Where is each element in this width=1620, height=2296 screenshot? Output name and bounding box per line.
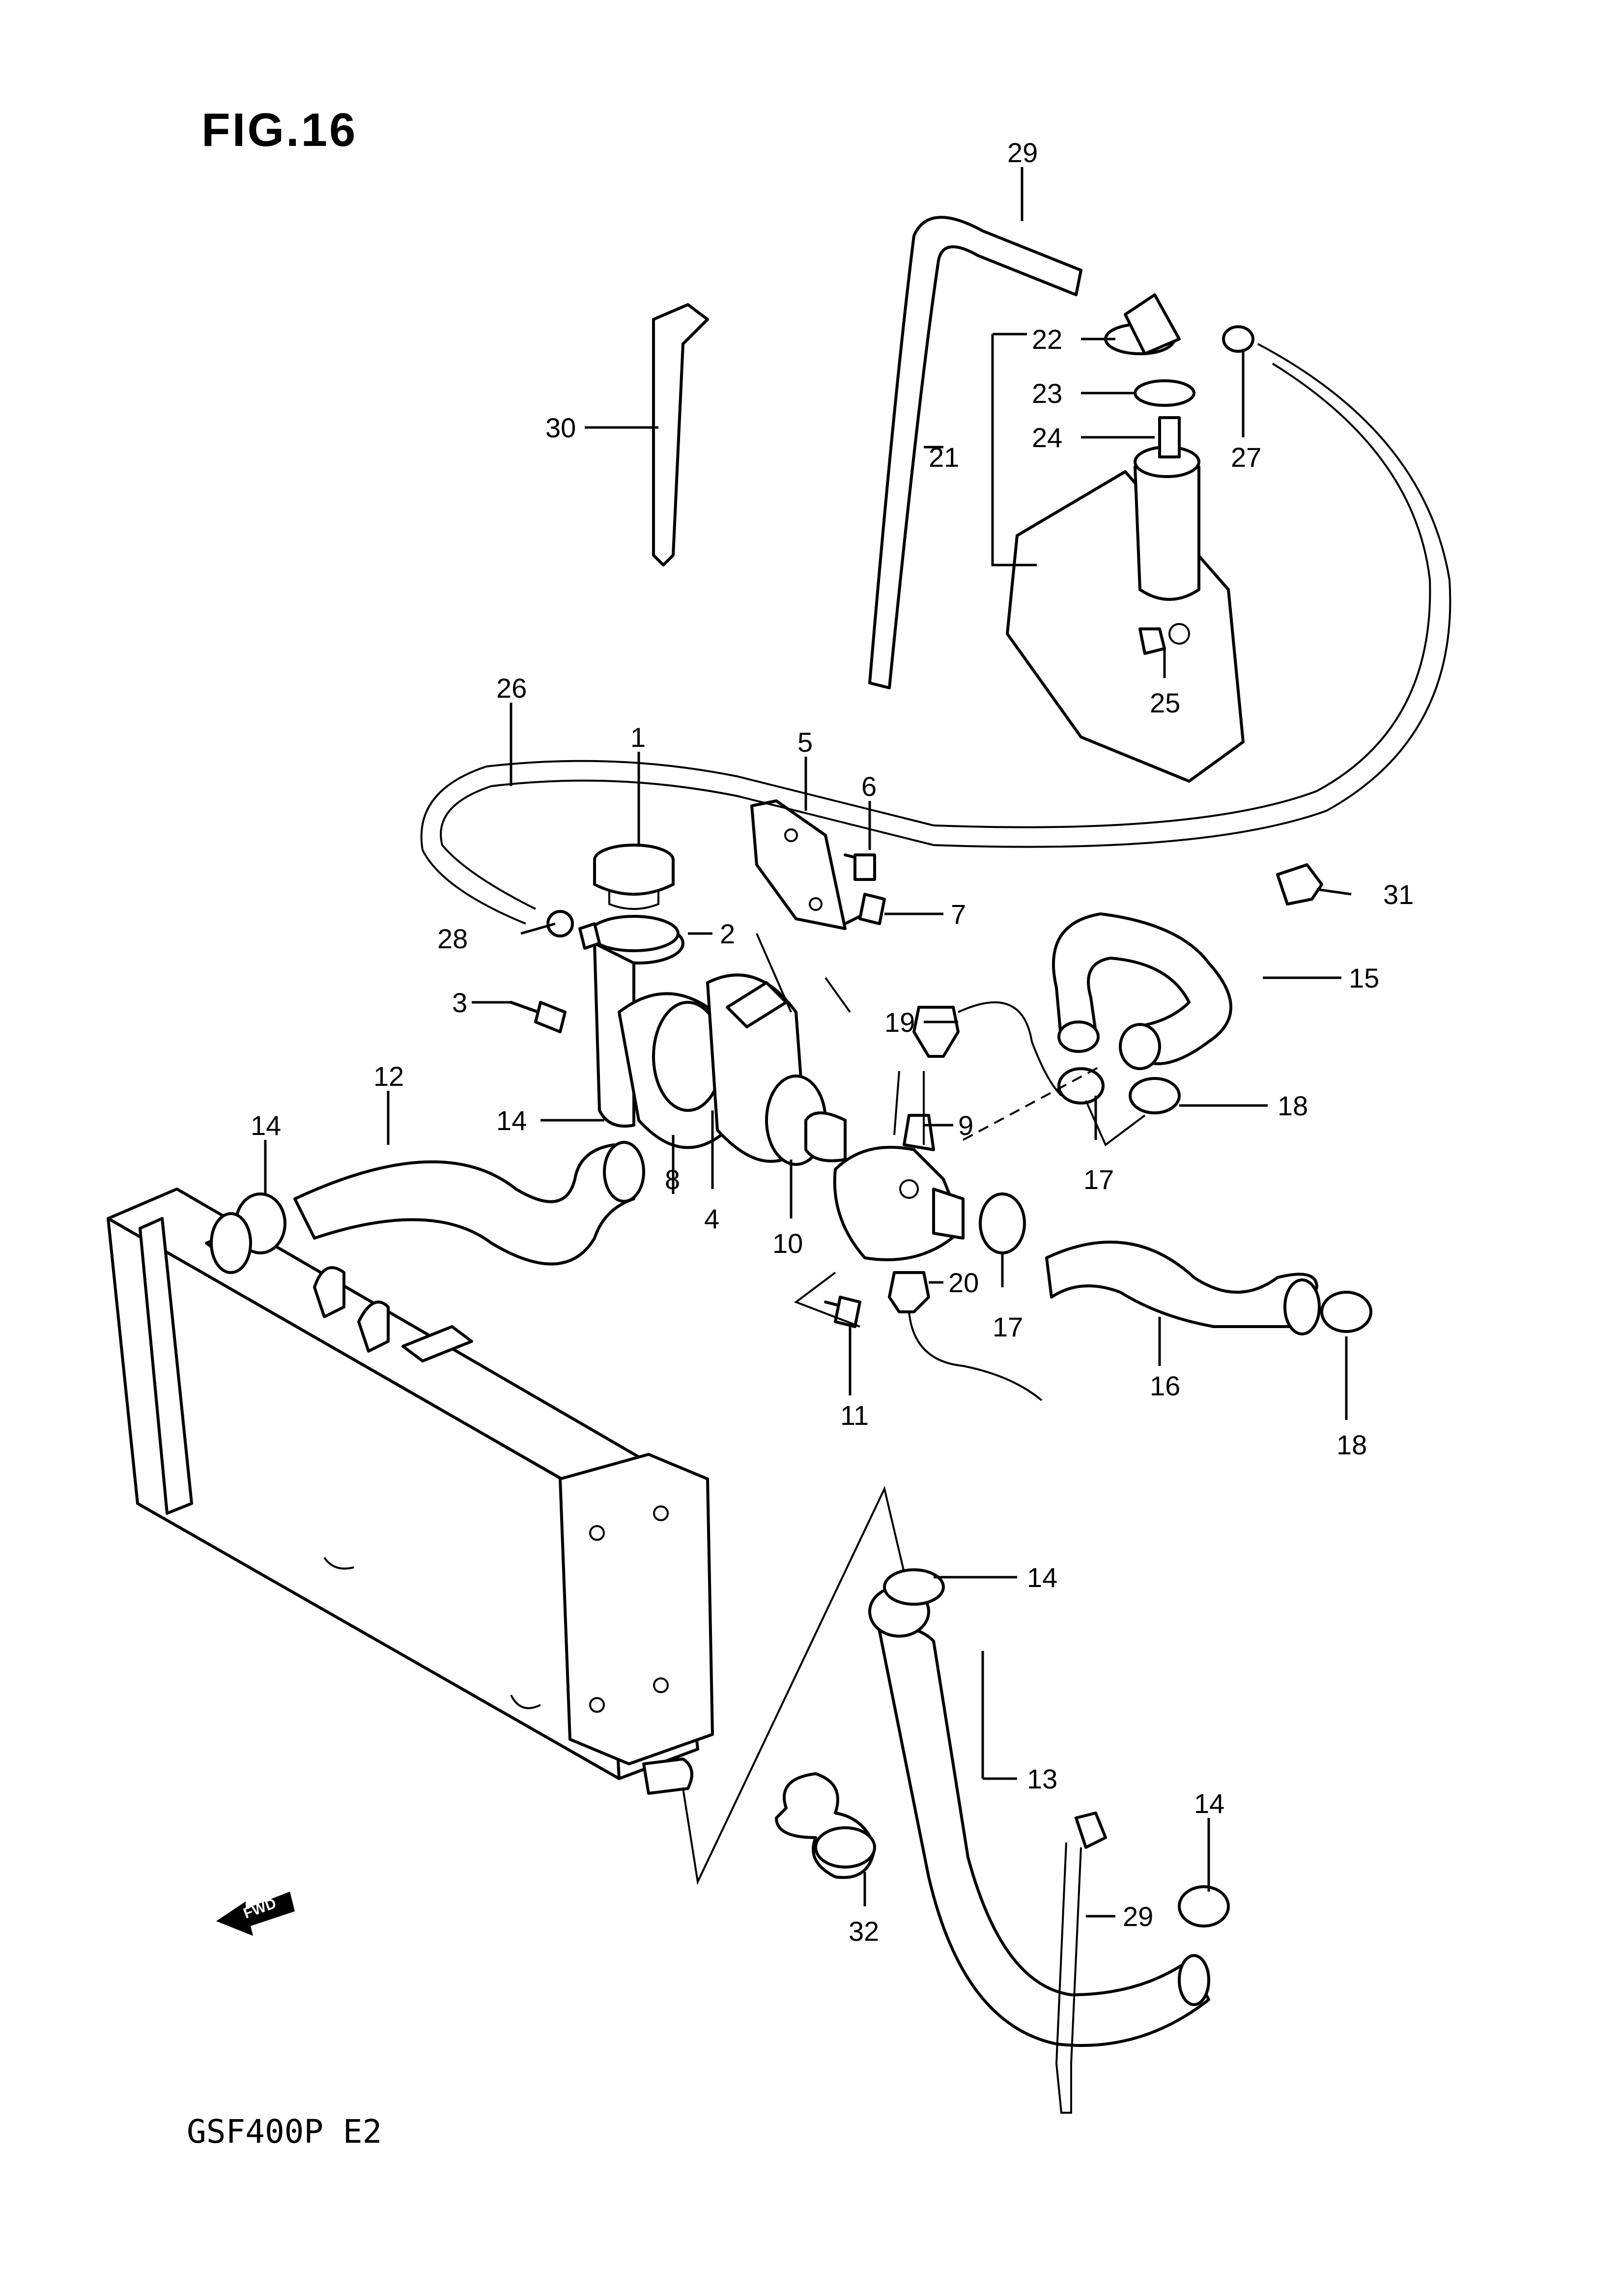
- callout-18-b: 18: [1336, 1429, 1367, 1460]
- callout-10: 10: [772, 1228, 803, 1259]
- callout-26: 26: [496, 673, 527, 704]
- callout-15: 15: [1349, 963, 1379, 993]
- bolt-7: [844, 893, 886, 925]
- hose-15: [1052, 912, 1232, 1070]
- callout-16: 16: [1150, 1370, 1180, 1401]
- callout-1: 1: [630, 722, 646, 753]
- clamp-28: [546, 910, 574, 937]
- pipe-24: [1158, 416, 1181, 458]
- clamp-27: [1222, 325, 1254, 353]
- bolt-11: [824, 1296, 861, 1328]
- callout-18-a: 18: [1278, 1090, 1308, 1121]
- hose-12: [293, 1141, 645, 1266]
- callout-23: 23: [1032, 378, 1062, 409]
- figure-title: FIG.16: [201, 104, 358, 156]
- clamp-18-upper: [1129, 1077, 1181, 1114]
- callout-14-b: 14: [496, 1105, 527, 1136]
- callout-11: 11: [840, 1400, 869, 1431]
- filler-neck-2: [578, 915, 680, 952]
- clamp-14-left: [210, 1192, 286, 1274]
- callout-25: 25: [1150, 687, 1180, 718]
- callout-17-b: 17: [993, 1311, 1023, 1342]
- callout-14-d: 14: [1194, 1788, 1224, 1819]
- clamp-32: [775, 1772, 876, 1879]
- callout-21: 21: [929, 442, 959, 473]
- fwd-arrow-icon: FWD: [216, 1892, 295, 1936]
- callout-14-c: 14: [1027, 1562, 1057, 1593]
- clamp-14-lower: [883, 1568, 945, 1606]
- cap-22: [1104, 293, 1181, 355]
- clamp-14-right: [1178, 1885, 1230, 1928]
- callout-14-a: 14: [251, 1110, 281, 1141]
- callout-6: 6: [861, 771, 877, 802]
- hose-16: [1045, 1241, 1321, 1335]
- connector-bracket-lines: [756, 933, 851, 1013]
- callout-9: 9: [958, 1110, 973, 1141]
- callout-32: 32: [849, 1916, 879, 1947]
- callouts: 1 2 3 4 5 6 7 8 9 10 11 12 13 14 14 14 1…: [251, 137, 1414, 1947]
- hose-29-upper: [868, 216, 1082, 689]
- callout-22: 22: [1032, 324, 1062, 355]
- callout-19: 19: [884, 1007, 915, 1038]
- callout-12: 12: [373, 1061, 404, 1092]
- callout-31: 31: [1383, 879, 1414, 910]
- callout-29-b: 29: [1123, 1901, 1153, 1932]
- radiator: [107, 1188, 714, 1795]
- callout-24: 24: [1032, 422, 1062, 453]
- bolt-3: [510, 1001, 567, 1033]
- strap-30: [652, 303, 709, 567]
- radiator-cap-1: [593, 844, 675, 910]
- callout-2: 2: [720, 918, 735, 949]
- callout-4: 4: [704, 1203, 719, 1234]
- connector-lower-hose: [682, 1485, 905, 1885]
- hose-13: [868, 1586, 1210, 2047]
- connector-dashed: [963, 1065, 1101, 1141]
- hose-26: [420, 343, 1451, 925]
- bolt-25: [1138, 627, 1166, 655]
- thermostat-housing: [593, 922, 965, 1261]
- callout-13: 13: [1027, 1763, 1057, 1794]
- connector-17: [1085, 1100, 1146, 1147]
- callout-30: 30: [545, 412, 576, 443]
- callout-27: 27: [1231, 442, 1261, 473]
- callout-28: 28: [437, 923, 468, 954]
- clamp-17-lower: [979, 1192, 1026, 1254]
- clip-31: [1276, 863, 1323, 906]
- reservoir-tank-21: [1006, 446, 1245, 783]
- callout-17-a: 17: [1083, 1164, 1114, 1195]
- leader-lines: [264, 167, 1352, 1918]
- switch-19: [912, 1001, 1062, 1097]
- seal-23: [1134, 379, 1195, 407]
- connector-thermo: [893, 1071, 925, 1145]
- bolt-6: [844, 853, 876, 881]
- callout-7: 7: [951, 899, 966, 930]
- model-code: GSF400P E2: [187, 2113, 382, 2151]
- switch-20: [888, 1271, 1043, 1401]
- hose-29-lower: [1055, 1812, 1107, 2114]
- bracket-5: [750, 799, 847, 930]
- clamp-17-upper: [1057, 1067, 1105, 1105]
- callout-29-a: 29: [1007, 137, 1038, 168]
- callout-8: 8: [665, 1164, 680, 1195]
- callout-3: 3: [452, 987, 467, 1018]
- clamp-18-lower: [1320, 1291, 1372, 1333]
- connector-bolt11: [794, 1272, 860, 1328]
- callout-5: 5: [797, 727, 813, 758]
- callout-20: 20: [948, 1267, 979, 1298]
